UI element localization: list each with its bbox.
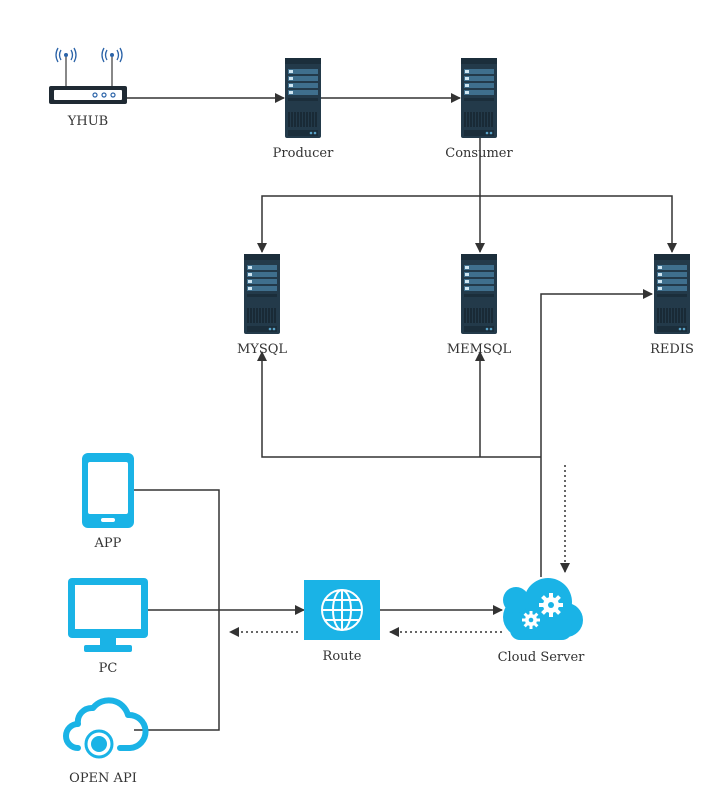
monitor-icon [68, 578, 148, 652]
memsql-label: MEMSQL [447, 342, 512, 357]
memsql-server-icon [460, 253, 498, 335]
edge-openapi-route [134, 610, 220, 731]
edge-app-route [134, 489, 220, 610]
consumer-server-icon [460, 57, 498, 139]
mysql-label: MYSQL [237, 342, 287, 357]
globe-route-icon [304, 580, 380, 640]
cloud-api-icon [63, 697, 149, 759]
cloud-server-label: Cloud Server [498, 650, 586, 665]
consumer-label: Consumer [445, 146, 513, 161]
connectors [127, 93, 677, 731]
route-label: Route [323, 649, 362, 664]
cloud-gears-icon [503, 578, 583, 640]
edge-cloud-redis [540, 289, 653, 577]
producer-label: Producer [273, 146, 334, 161]
phone-icon [82, 453, 134, 528]
yhub-router-icon [49, 47, 127, 104]
pc-label: PC [99, 661, 118, 676]
redis-label: REDIS [650, 342, 694, 357]
yhub-label: YHUB [67, 114, 108, 129]
redis-server-icon [653, 253, 691, 335]
edge-consumer-redis [480, 195, 677, 253]
edge-consumer-mysql [257, 195, 480, 253]
producer-server-icon [284, 57, 322, 139]
app-label: APP [94, 536, 122, 551]
mysql-server-icon [243, 253, 281, 335]
edge-cloud-mysql [257, 351, 541, 458]
open-api-label: OPEN API [69, 771, 137, 786]
